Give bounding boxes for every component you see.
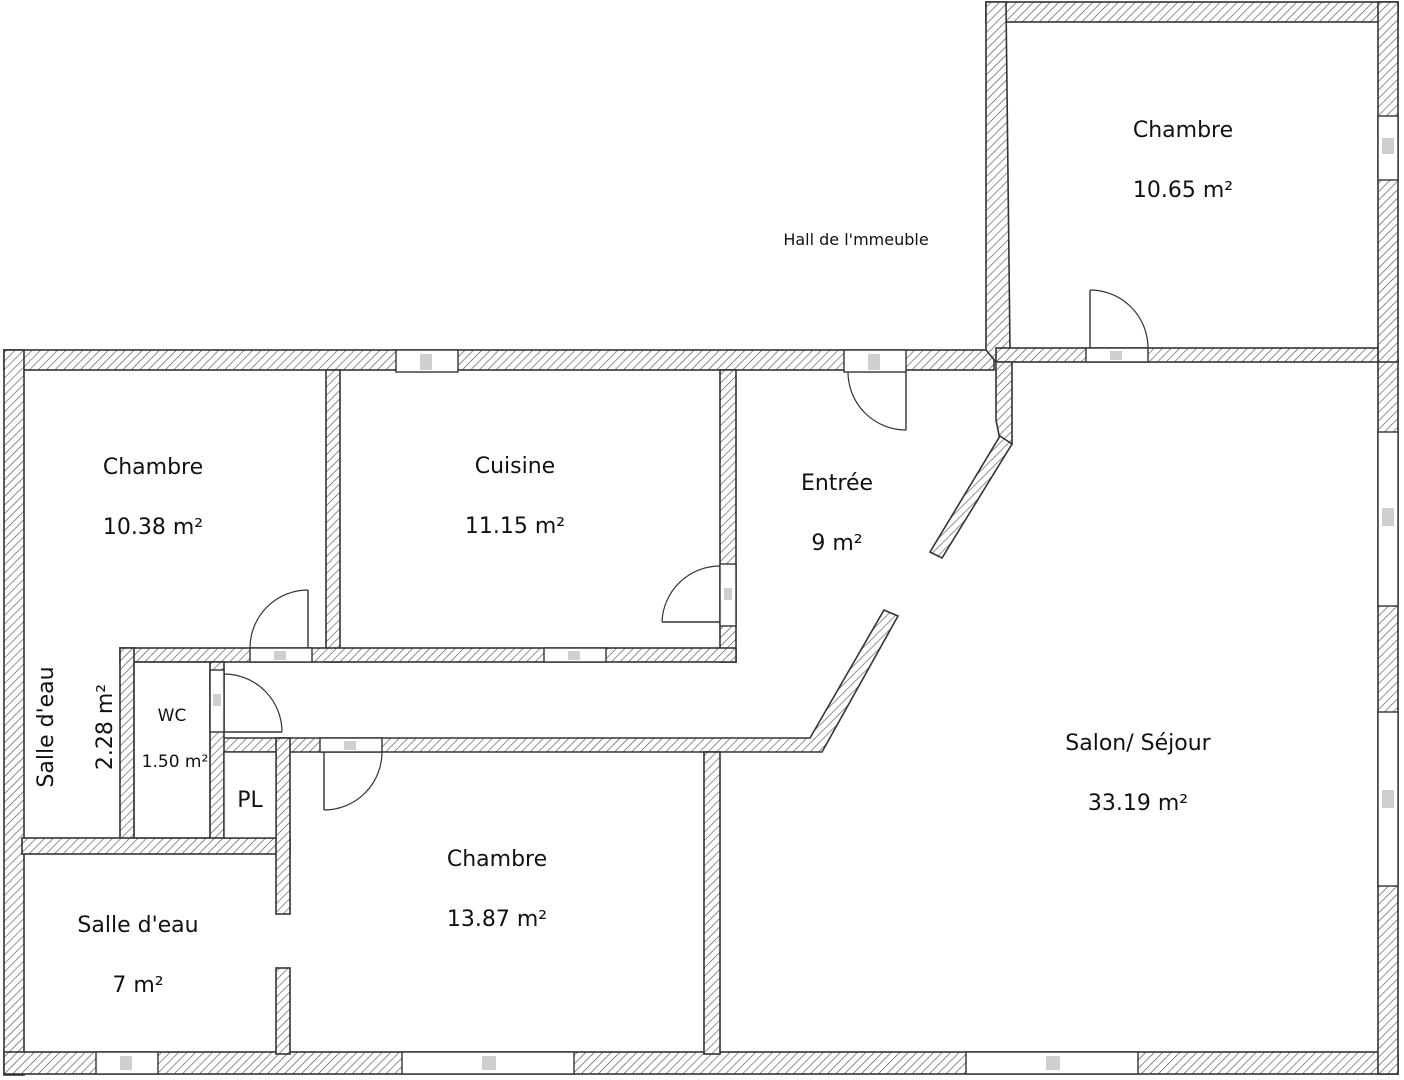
chambre-s-area: 13.87 m²	[447, 907, 547, 932]
salon-name: Salon/ Séjour	[1065, 731, 1211, 756]
cuisine-name: Cuisine	[475, 454, 555, 479]
annex-top	[985, 1, 1399, 23]
chambre-nw-area: 10.38 m²	[103, 515, 203, 540]
placard-name: PL	[237, 788, 263, 813]
salle-eau-sw-name: Salle d'eau	[77, 913, 198, 938]
wall-chambre-salon	[703, 751, 721, 1055]
wall-pl-right	[275, 737, 291, 915]
entree-name: Entrée	[801, 471, 873, 496]
salle-eau-w-area: 2.28 m²	[93, 684, 118, 770]
chambre-ne-area: 10.65 m²	[1133, 178, 1233, 203]
wall-left	[3, 349, 25, 1076]
diagonal-wall-upper	[928, 434, 1014, 560]
wall-salle-eau	[119, 647, 135, 841]
salle-eau-sw-area: 7 m²	[112, 973, 163, 998]
corridor-bottom	[211, 608, 900, 753]
entree-area: 9 m²	[811, 531, 862, 556]
annex-left	[985, 1, 1011, 364]
cuisine-area: 11.15 m²	[465, 514, 565, 539]
salle-eau-w-name: Salle d'eau	[34, 666, 59, 787]
annex-right	[1377, 1, 1399, 363]
entree-right-wall	[995, 361, 1013, 446]
salon-area: 33.19 m²	[1088, 791, 1188, 816]
doors	[209, 289, 1149, 811]
annex-walls	[985, 1, 1399, 446]
wall-chambre-cuisine	[325, 369, 341, 663]
windows	[95, 115, 1399, 1075]
wc-box	[133, 661, 211, 839]
wall-sdb-right	[275, 967, 291, 1055]
chambre-s-name: Chambre	[447, 847, 547, 872]
placard-box	[223, 751, 277, 839]
corridor-top	[119, 647, 737, 663]
hall-label: Hall de l'mmeuble	[783, 230, 928, 249]
wall-bottom	[3, 1051, 1399, 1075]
annex-bottom	[995, 347, 1379, 363]
interior-walls	[21, 369, 1014, 1055]
chambre-nw-name: Chambre	[103, 455, 203, 480]
wall-above-sdb	[21, 837, 291, 855]
chambre-ne-name: Chambre	[1133, 118, 1233, 143]
wc-area: 1.50 m²	[142, 752, 209, 772]
wc-name: WC	[158, 706, 187, 726]
